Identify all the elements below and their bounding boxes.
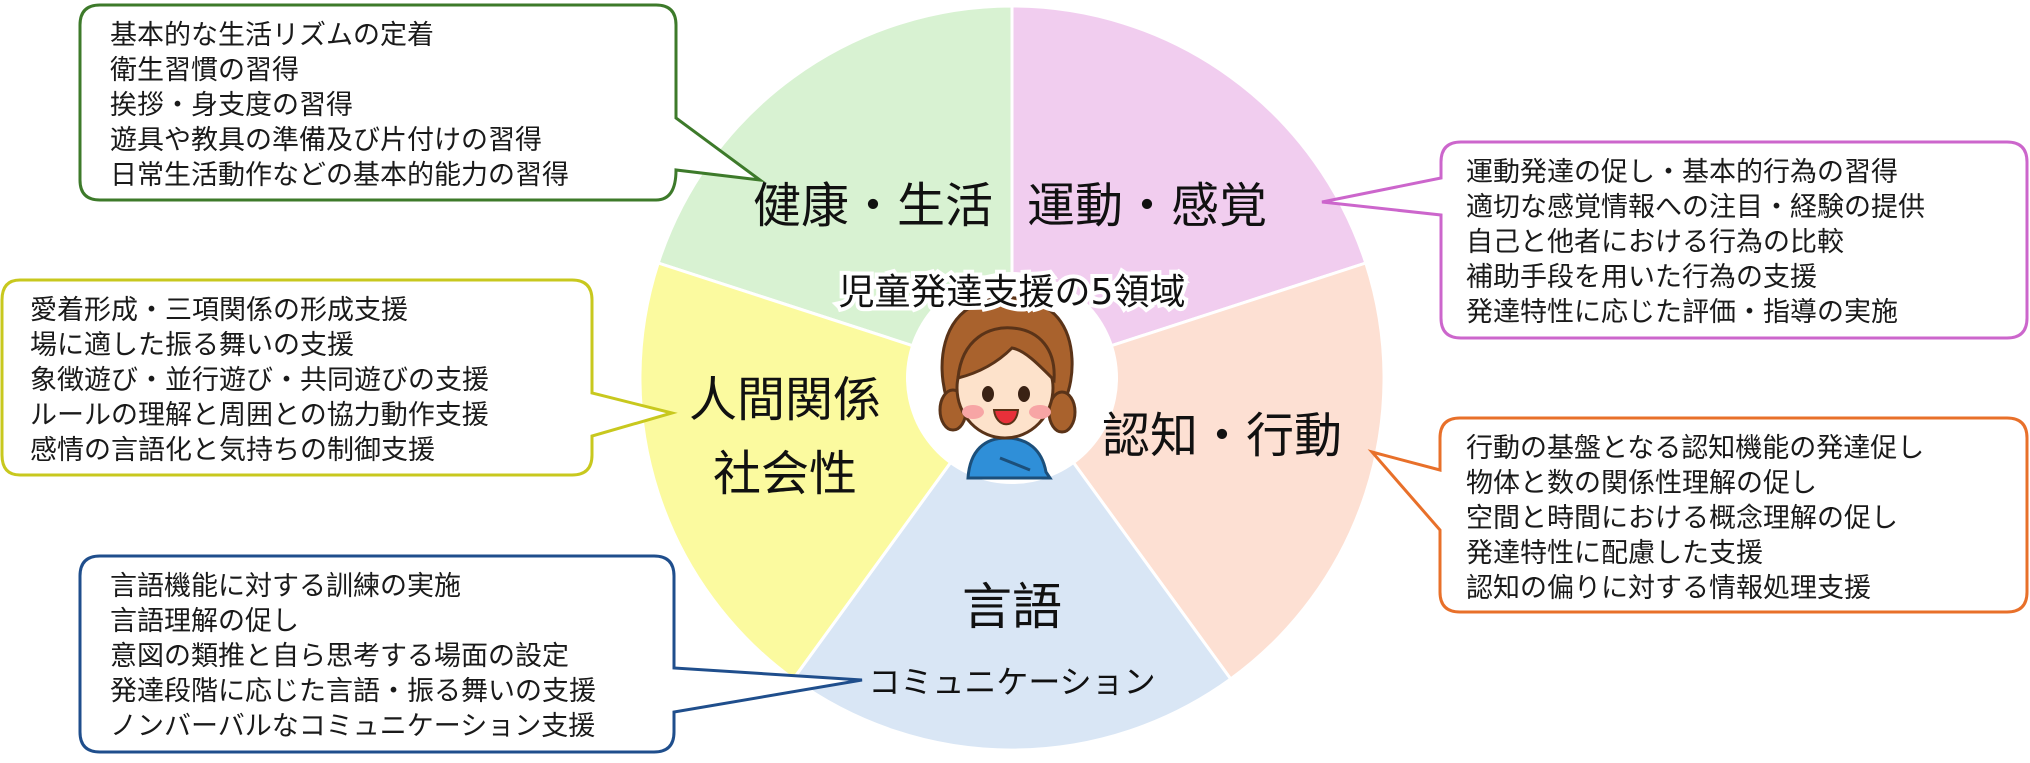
segment-label-social-line2: 社会性 bbox=[713, 446, 857, 502]
segment-health bbox=[656, 4, 1014, 381]
callout-language-frame bbox=[78, 554, 863, 754]
center-title: 児童発達支援の5領域 bbox=[839, 272, 1186, 313]
callout-motor-line-3: 自己と他者における行為の比較 bbox=[1466, 227, 1844, 258]
callout-social-line-5: 感情の言語化と気持ちの制御支援 bbox=[30, 435, 435, 466]
callout-health-line-4: 遊具や教具の準備及び片付けの習得 bbox=[110, 125, 542, 156]
callout-cognition-line-2: 物体と数の関係性理解の促し bbox=[1466, 468, 1817, 499]
segment-label-communication: コミュニケーション bbox=[868, 663, 1155, 701]
callout-motor-frame bbox=[1321, 140, 2029, 340]
callout-social-line-1: 愛着形成・三項関係の形成支援 bbox=[30, 295, 408, 326]
callout-cognition: 行動の基盤となる認知機能の発達促し 物体と数の関係性理解の促し 空間と時間におけ… bbox=[1367, 416, 2029, 614]
callout-social-line-3: 象徴遊び・並行遊び・共同遊びの支援 bbox=[30, 365, 489, 396]
segment-label-health: 健康・生活 bbox=[753, 178, 993, 234]
callout-language-line-3: 意図の類推と自ら思考する場面の設定 bbox=[110, 641, 569, 672]
segment-label-motor: 運動・感覚 bbox=[1027, 178, 1267, 234]
callout-cognition-line-1: 行動の基盤となる認知機能の発達促し bbox=[1466, 433, 1924, 464]
segment-label-social-line1: 人間関係 bbox=[689, 372, 881, 428]
callout-cognition-line-5: 認知の偏りに対する情報処理支援 bbox=[1466, 573, 1871, 604]
callout-motor-line-4: 補助手段を用いた行為の支援 bbox=[1466, 262, 1817, 293]
callout-language-line-1: 言語機能に対する訓練の実施 bbox=[110, 571, 461, 602]
callout-language-line-4: 発達段階に応じた言語・振る舞いの支援 bbox=[110, 676, 596, 707]
callout-health-line-2: 衛生習慣の習得 bbox=[110, 55, 299, 86]
segment-motor bbox=[1010, 4, 1368, 381]
segment-label-language: 言語 bbox=[962, 578, 1062, 636]
callout-motor-line-5: 発達特性に応じた評価・指導の実施 bbox=[1466, 297, 1898, 328]
callout-motor-line-2: 適切な感覚情報への注目・経験の提供 bbox=[1466, 192, 1925, 223]
segment-label-cognition: 認知・行動 bbox=[1102, 408, 1342, 464]
callout-language-line-2: 言語理解の促し bbox=[110, 606, 299, 637]
callout-health-line-1: 基本的な生活リズムの定着 bbox=[110, 20, 434, 51]
callout-cognition-line-4: 発達特性に配慮した支援 bbox=[1466, 538, 1763, 569]
callout-cognition-frame bbox=[1367, 416, 2029, 614]
callout-social-line-4: ルールの理解と周囲との協力動作支援 bbox=[30, 400, 489, 431]
segment-language bbox=[791, 375, 1233, 752]
callout-health: 基本的な生活リズムの定着 衛生習慣の習得 挨拶・身支度の習得 遊具や教具の準備及… bbox=[78, 3, 766, 202]
callout-social-line-2: 場に適した振る舞いの支援 bbox=[30, 330, 354, 361]
callout-social-frame bbox=[0, 278, 678, 477]
child-illustration-icon bbox=[938, 296, 1077, 480]
callout-health-frame bbox=[78, 3, 766, 202]
callout-language: 言語機能に対する訓練の実施 言語理解の促し 意図の類推と自ら思考する場面の設定 … bbox=[78, 554, 863, 754]
callout-motor: 運動発達の促し・基本的行為の習得 適切な感覚情報への注目・経験の提供 自己と他者… bbox=[1321, 140, 2029, 340]
callout-cognition-line-3: 空間と時間における概念理解の促し bbox=[1466, 503, 1898, 534]
callout-motor-line-1: 運動発達の促し・基本的行為の習得 bbox=[1466, 157, 1898, 188]
callout-social: 愛着形成・三項関係の形成支援 場に適した振る舞いの支援 象徴遊び・並行遊び・共同… bbox=[0, 278, 678, 477]
callout-health-line-5: 日常生活動作などの基本的能力の習得 bbox=[110, 160, 569, 191]
callout-health-line-3: 挨拶・身支度の習得 bbox=[110, 90, 353, 121]
callout-language-line-5: ノンバーバルなコミュニケーション支援 bbox=[110, 711, 595, 742]
